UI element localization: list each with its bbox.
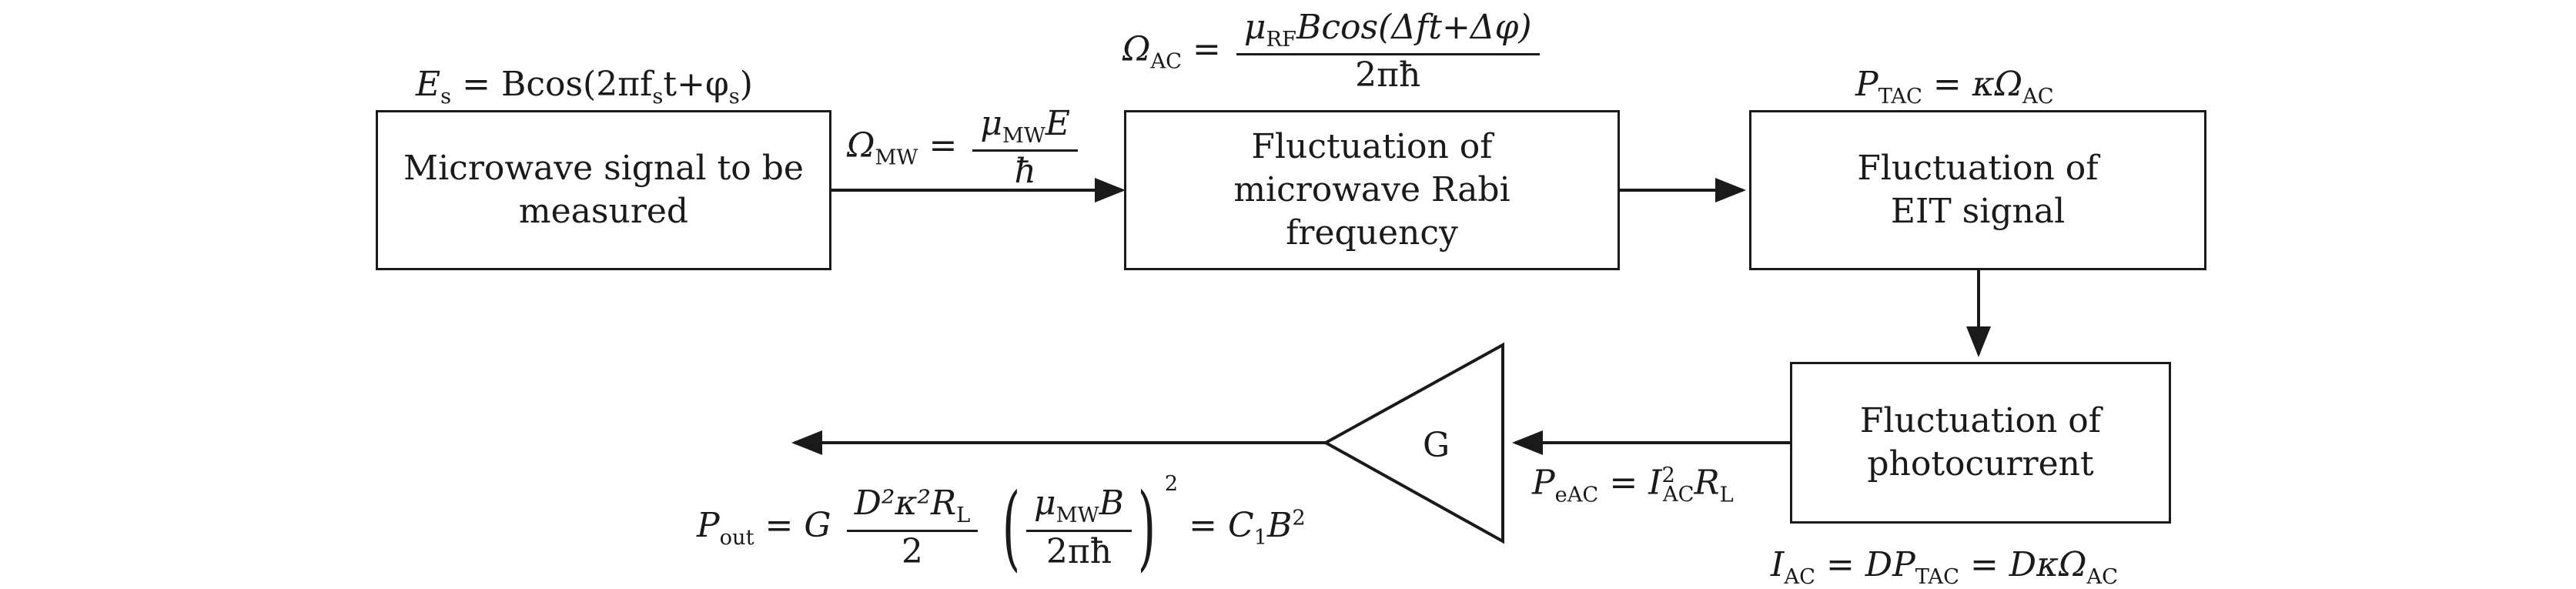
equation-omega-mw: ΩMW = μMWE ħ: [847, 104, 1082, 192]
box-rabi-frequency: Fluctuation of microwave Rabi frequency: [1124, 110, 1620, 270]
eq-p-out-frac2: μMWB 2πħ: [1026, 484, 1132, 571]
eq-es-lhs: E: [416, 65, 441, 104]
eq-p-out-lhs: P: [697, 506, 720, 545]
eq-omega-mw-eq: =: [928, 125, 958, 166]
equation-es: Es = Bcos(2πfst+φs): [416, 68, 753, 107]
box-microwave-signal-label: Microwave signal to be measured: [403, 149, 804, 231]
box-eit-signal-label: Fluctuation of EIT signal: [1857, 149, 2099, 231]
box-photocurrent-label: Fluctuation of photocurrent: [1859, 401, 2102, 484]
eq-es-tail-sub: s: [728, 84, 740, 109]
eq-p-out-close-paren: ): [1137, 474, 1156, 581]
eq-p-out-frac2-den: 2πħ: [1045, 531, 1112, 571]
eq-omega-ac-num-sub: RF: [1266, 27, 1296, 52]
eq-p-out-power: 2: [1164, 472, 1179, 496]
eq-omega-mw-frac: μMWE ħ: [972, 104, 1078, 192]
eq-p-tac-rhs: = κΩ: [1932, 65, 2023, 104]
eq-omega-mw-lhs-sub: MW: [875, 146, 918, 170]
eq-omega-ac-frac: μRFBcos(Δft+Δφ) 2πħ: [1236, 8, 1540, 95]
eq-i-ac-rhs-sub: AC: [2086, 564, 2118, 589]
box-microwave-signal: Microwave signal to be measured: [376, 110, 831, 270]
equation-omega-ac: ΩAC = μRFBcos(Δft+Δφ) 2πħ: [1122, 8, 1544, 95]
eq-p-out-lhs-sub: out: [719, 525, 754, 550]
eq-es-lhs-sub: s: [440, 84, 452, 109]
eq-es-rhs-sub: s: [652, 84, 664, 109]
eq-es-close: ): [739, 65, 753, 104]
box-photocurrent: Fluctuation of photocurrent: [1790, 362, 2171, 524]
eq-p-tac-lhs: P: [1855, 65, 1878, 104]
eq-omega-ac-den: 2πħ: [1355, 55, 1421, 95]
eq-p-eac-lhs: P: [1532, 463, 1555, 503]
box-rabi-frequency-label: Fluctuation of microwave Rabi frequency: [1233, 127, 1510, 253]
eq-i-ac-lhs: I: [1771, 545, 1785, 584]
eq-p-out-frac1: D²κ²RL 2: [846, 484, 979, 571]
eq-p-eac-tail-sub: L: [1719, 483, 1734, 507]
eq-p-tac-lhs-sub: TAC: [1878, 84, 1922, 109]
box-eit-signal: Fluctuation of EIT signal: [1749, 110, 2206, 270]
eq-p-eac-rhs: = I: [1609, 463, 1662, 503]
eq-p-out-eq: = G: [764, 506, 831, 545]
eq-p-tac-rhs-sub: AC: [2022, 84, 2054, 109]
eq-p-out-rhs-sup: 2: [1292, 506, 1306, 530]
eq-omega-mw-lhs: Ω: [847, 125, 875, 166]
eq-p-eac-rhs-sup: 2: [1661, 464, 1675, 487]
eq-p-out-frac1-num-sub: L: [956, 504, 971, 528]
eq-omega-ac-lhs-sub: AC: [1150, 49, 1183, 74]
equation-p-out: Pout = G D²κ²RL 2 ( μMWB 2πħ )2 = C1B2: [697, 474, 1306, 574]
eq-omega-ac-eq: =: [1193, 29, 1221, 69]
eq-p-out-frac2-num-sub: MW: [1055, 504, 1099, 528]
eq-p-eac-lhs-sub: eAC: [1554, 483, 1599, 507]
eq-i-ac-rhs: = DκΩ: [1969, 545, 2087, 584]
eq-omega-ac-num: μ: [1243, 8, 1266, 47]
equation-p-eac: PeAC = I2ACRL: [1532, 465, 1734, 506]
equation-i-ac: IAC = DPTAC = DκΩAC: [1771, 548, 2118, 587]
eq-i-ac-lhs-sub: AC: [1784, 564, 1815, 589]
amplifier-label: G: [1423, 426, 1450, 465]
eq-p-out-frac1-num: D²κ²R: [854, 484, 957, 524]
eq-p-out-open-paren: (: [1002, 474, 1021, 581]
eq-es-rhs-tail: t+φ: [663, 65, 729, 104]
eq-omega-mw-num-tail: E: [1045, 104, 1070, 143]
eq-es-rhs: = Bcos(2πf: [462, 65, 653, 104]
eq-p-eac-tail: R: [1694, 463, 1720, 503]
eq-p-out-rhs-tail: B: [1267, 506, 1293, 545]
amplifier-triangle: [1322, 342, 1504, 544]
eq-p-out-frac2-num-tail: B: [1099, 484, 1124, 524]
eq-i-ac-mid: = DP: [1825, 545, 1915, 584]
eq-p-out-frac1-den: 2: [901, 531, 923, 571]
eq-omega-ac-lhs: Ω: [1122, 29, 1151, 69]
eq-p-out-frac2-num: μ: [1034, 484, 1056, 524]
eq-p-out-rhs-sub: 1: [1253, 525, 1268, 550]
eq-p-eac-rhs-sub: AC: [1662, 483, 1694, 507]
eq-i-ac-mid-sub: TAC: [1915, 564, 1959, 589]
eq-omega-mw-num: μ: [980, 104, 1002, 143]
equation-p-tac: PTAC = κΩAC: [1855, 68, 2054, 107]
eq-omega-mw-num-sub: MW: [1002, 123, 1045, 148]
eq-p-out-rhs: = C: [1189, 506, 1254, 545]
eq-omega-mw-den: ħ: [1014, 152, 1036, 192]
eq-omega-ac-num-tail: Bcos(Δft+Δφ): [1296, 8, 1532, 47]
